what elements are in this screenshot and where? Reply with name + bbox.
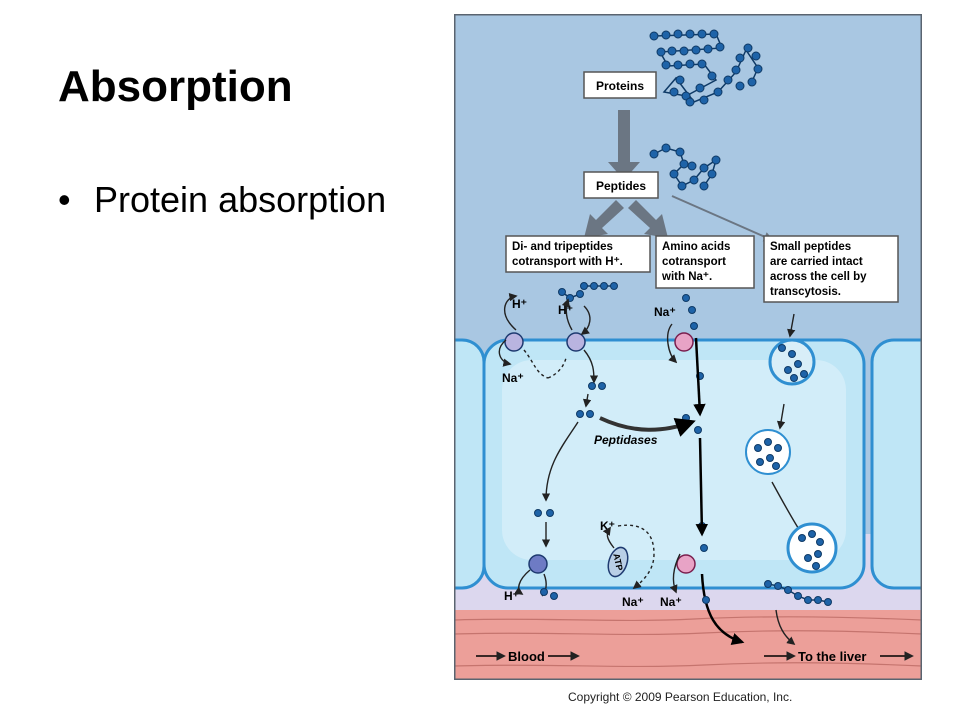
digestion-arrows [584,110,668,238]
cytoplasm-arrows [541,393,592,548]
copyright-notice: Copyright © 2009 Pearson Education, Inc. [568,690,793,704]
bullet-item: • Protein absorption [58,178,394,222]
basolateral-peptide-transporter [528,554,548,574]
slide-title: Absorption [58,62,293,111]
basolateral-k-ion-label: K⁺ [600,519,615,533]
amino-acids-line-1: Amino acids [662,241,730,253]
small-peptides-line-1: Small peptides [770,241,851,253]
peptides-box-frame [583,171,659,199]
blood-vessel [454,610,922,680]
small-peptides-box-frame [763,235,899,303]
apical-na-ion-label-1: Na⁺ [502,371,524,385]
peptide-coils [649,143,721,191]
di-tripeptides-box: Di- and tripeptides cotransport with H⁺. [505,235,651,273]
to-the-liver-label: To the liver [798,649,866,664]
basolateral-h-ion-label: H⁺ [504,589,519,603]
peptides-box: Peptides [583,171,659,199]
apical-peptide-transporter-2 [566,332,586,352]
small-peptides-line-4: transcytosis. [770,286,841,298]
di-tripeptides-line-2: cotransport with H⁺. [512,256,623,268]
apical-h-ion-label-2: H⁺ [558,303,573,317]
peptidases-label: Peptidases [594,433,658,447]
protein-absorption-diagram: Proteins Peptides Di- and tripeptides co… [454,14,922,680]
proteins-box-frame [583,71,657,99]
basolateral-na-ion-label-2: Na⁺ [660,595,682,609]
proteins-label: Proteins [596,79,644,93]
amino-acids-box: Amino acids cotransport with Na⁺. [655,235,755,289]
blood-label: Blood [508,649,545,664]
small-peptides-line-3: across the cell by [770,271,867,283]
transcytosis-pointer-arrow [671,195,774,242]
apical-na-ion-label-2: Na⁺ [654,305,676,319]
cytoplasm-highlight [502,360,846,560]
figure-frame [454,14,922,680]
sodium-potassium-pump: ATP [607,546,629,578]
amino-acid-pathway [693,337,745,646]
amino-acids-line-2: cotransport [662,256,726,268]
neighbor-cell-left [454,338,486,590]
peptides-label: Peptides [596,179,646,193]
basolateral-sodium-transporter [676,554,696,574]
small-peptides-box: Small peptides are carried intact across… [763,235,899,303]
blood-vessel-stripes [454,616,922,668]
di-tripeptides-line-1: Di- and tripeptides [512,241,613,253]
bullet-text: Protein absorption [94,179,387,220]
peptidase-conversion-arrow [599,416,696,437]
proteins-box: Proteins [583,71,657,99]
atp-label: ATP [611,552,624,571]
basolateral-na-ion-label-1: Na⁺ [622,595,644,609]
released-peptides [764,580,832,606]
release-to-blood-arrow [775,609,796,646]
di-tripeptides-box-frame [505,235,651,273]
apical-h-ion-label-1: H⁺ [512,297,527,311]
amino-acids-box-frame [655,235,755,289]
apical-dipeptides [558,282,698,330]
transport-vesicle [745,429,791,475]
protein-chain [649,29,763,107]
apical-transport-arrows [498,292,678,384]
amino-acids-line-3: with Na⁺. [661,271,712,283]
bullet-list: • Protein absorption [58,178,394,222]
vesicle-peptides [754,344,824,570]
small-peptides-line-2: are carried intact [770,256,863,268]
basolateral-dipeptides [540,544,710,604]
neighbor-cell-right [870,338,922,590]
apical-sodium-transporter [674,332,694,352]
apical-peptide-transporter-1 [504,332,524,352]
bullet-marker: • [58,179,71,220]
